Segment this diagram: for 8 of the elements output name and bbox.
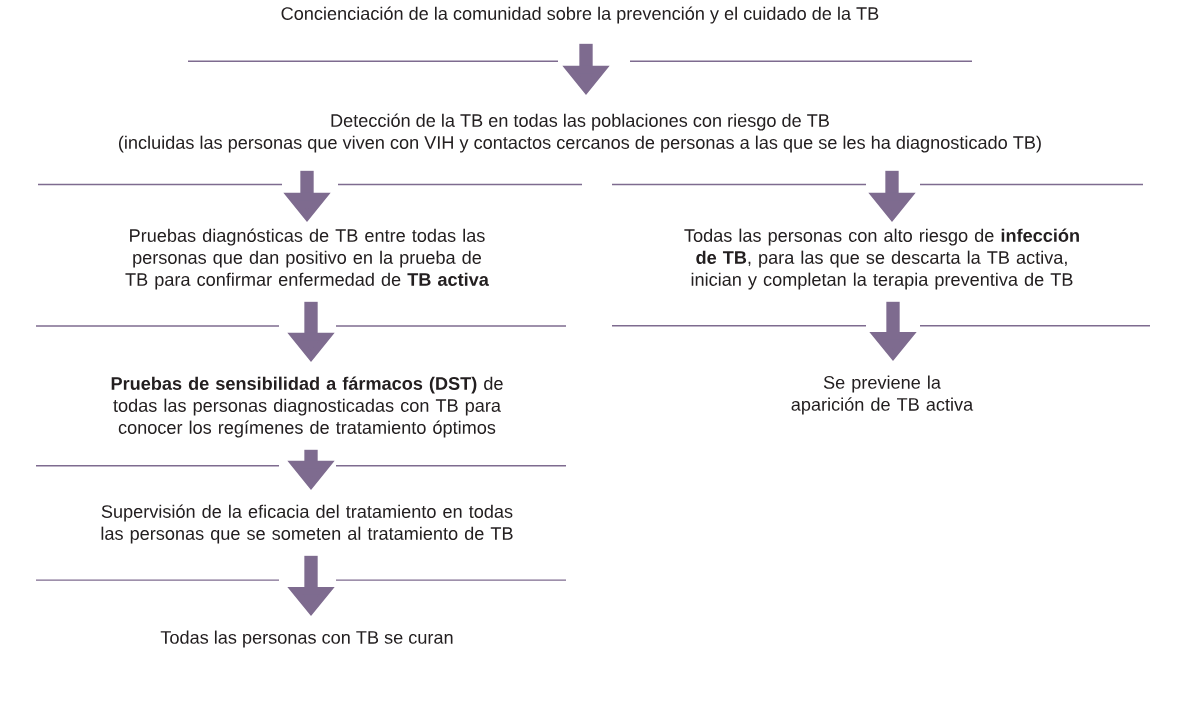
step-text: Concienciación de la comunidad sobre la prevención y el cuidado de la TB [281, 6, 879, 24]
step-text: Detección de la TB en todas las poblaciones con riesgo de TB (incluidas las personas que viven con VIH y contactos cercanos de personas a las que se les ha diagnosticado TB) [119, 113, 1041, 153]
step-text: Pruebas diagnósticas de TB entre todas las personas que dan positivo en la prueba de TB para confirmar enfermedad de TB activa [125, 228, 489, 290]
step-text: Todas las personas con TB se curan [160, 630, 453, 648]
step-text: Supervisión de la eficacia del tratamiento en todas las personas que se someten al tratamiento de TB [101, 504, 513, 544]
step-text: Se previene la aparición de TB activa [791, 375, 974, 415]
step-text: Todas las personas con alto riesgo de infección de TB, para las que se descarta la TB activa, inician y completan la terapia preventiva de TB [684, 228, 1079, 290]
step-text: Pruebas de sensibilidad a fármacos (DST) de todas las personas diagnosticadas con TB para conocer los regímenes de tratamiento óptimos [111, 376, 503, 438]
